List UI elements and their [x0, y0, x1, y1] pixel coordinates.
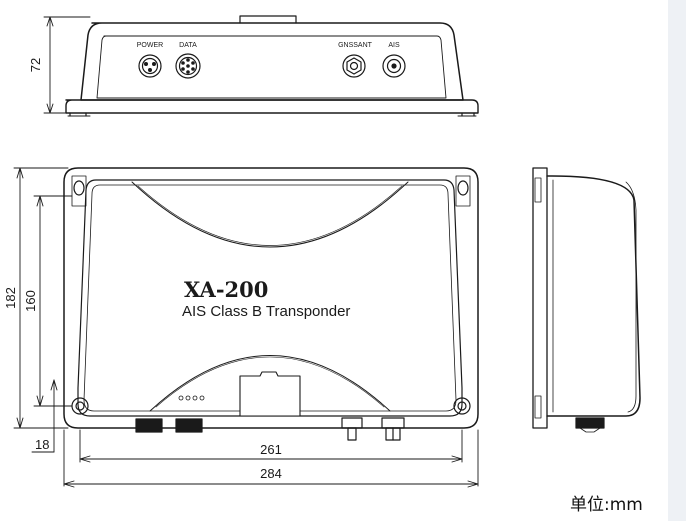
dim-label-18: 18	[35, 437, 49, 452]
power-connector-label: POWER	[137, 42, 163, 49]
gnss-connector-label: GNSSANT	[338, 42, 373, 49]
ais-connector	[382, 54, 406, 78]
dimension-18	[31, 379, 58, 453]
dim-label-72: 72	[28, 58, 43, 72]
dim-label-182: 182	[3, 287, 18, 309]
page-edge-strip	[668, 0, 686, 521]
gnss-connector	[342, 54, 366, 78]
status-leds	[178, 395, 205, 401]
label-plate	[239, 371, 301, 417]
top-view	[63, 167, 479, 441]
dimension-160	[33, 195, 73, 407]
data-connector	[175, 53, 201, 79]
dimension-182	[13, 167, 69, 429]
front-view	[65, 15, 479, 117]
side-view	[532, 167, 641, 433]
connectors-bottom	[135, 417, 405, 441]
power-connector	[138, 54, 162, 78]
ais-connector-label: AIS	[388, 42, 400, 49]
model-description: AIS Class B Transponder	[182, 303, 350, 320]
dim-label-160: 160	[23, 290, 38, 312]
model-title: XA-200	[184, 277, 268, 302]
dim-label-284: 284	[260, 466, 282, 481]
dimension-261	[79, 429, 463, 463]
dim-label-261: 261	[260, 442, 282, 457]
dimension-72	[43, 16, 91, 114]
unit-label: 单位:mm	[570, 495, 643, 515]
dimension-284	[63, 429, 479, 488]
data-connector-label: DATA	[179, 42, 197, 49]
